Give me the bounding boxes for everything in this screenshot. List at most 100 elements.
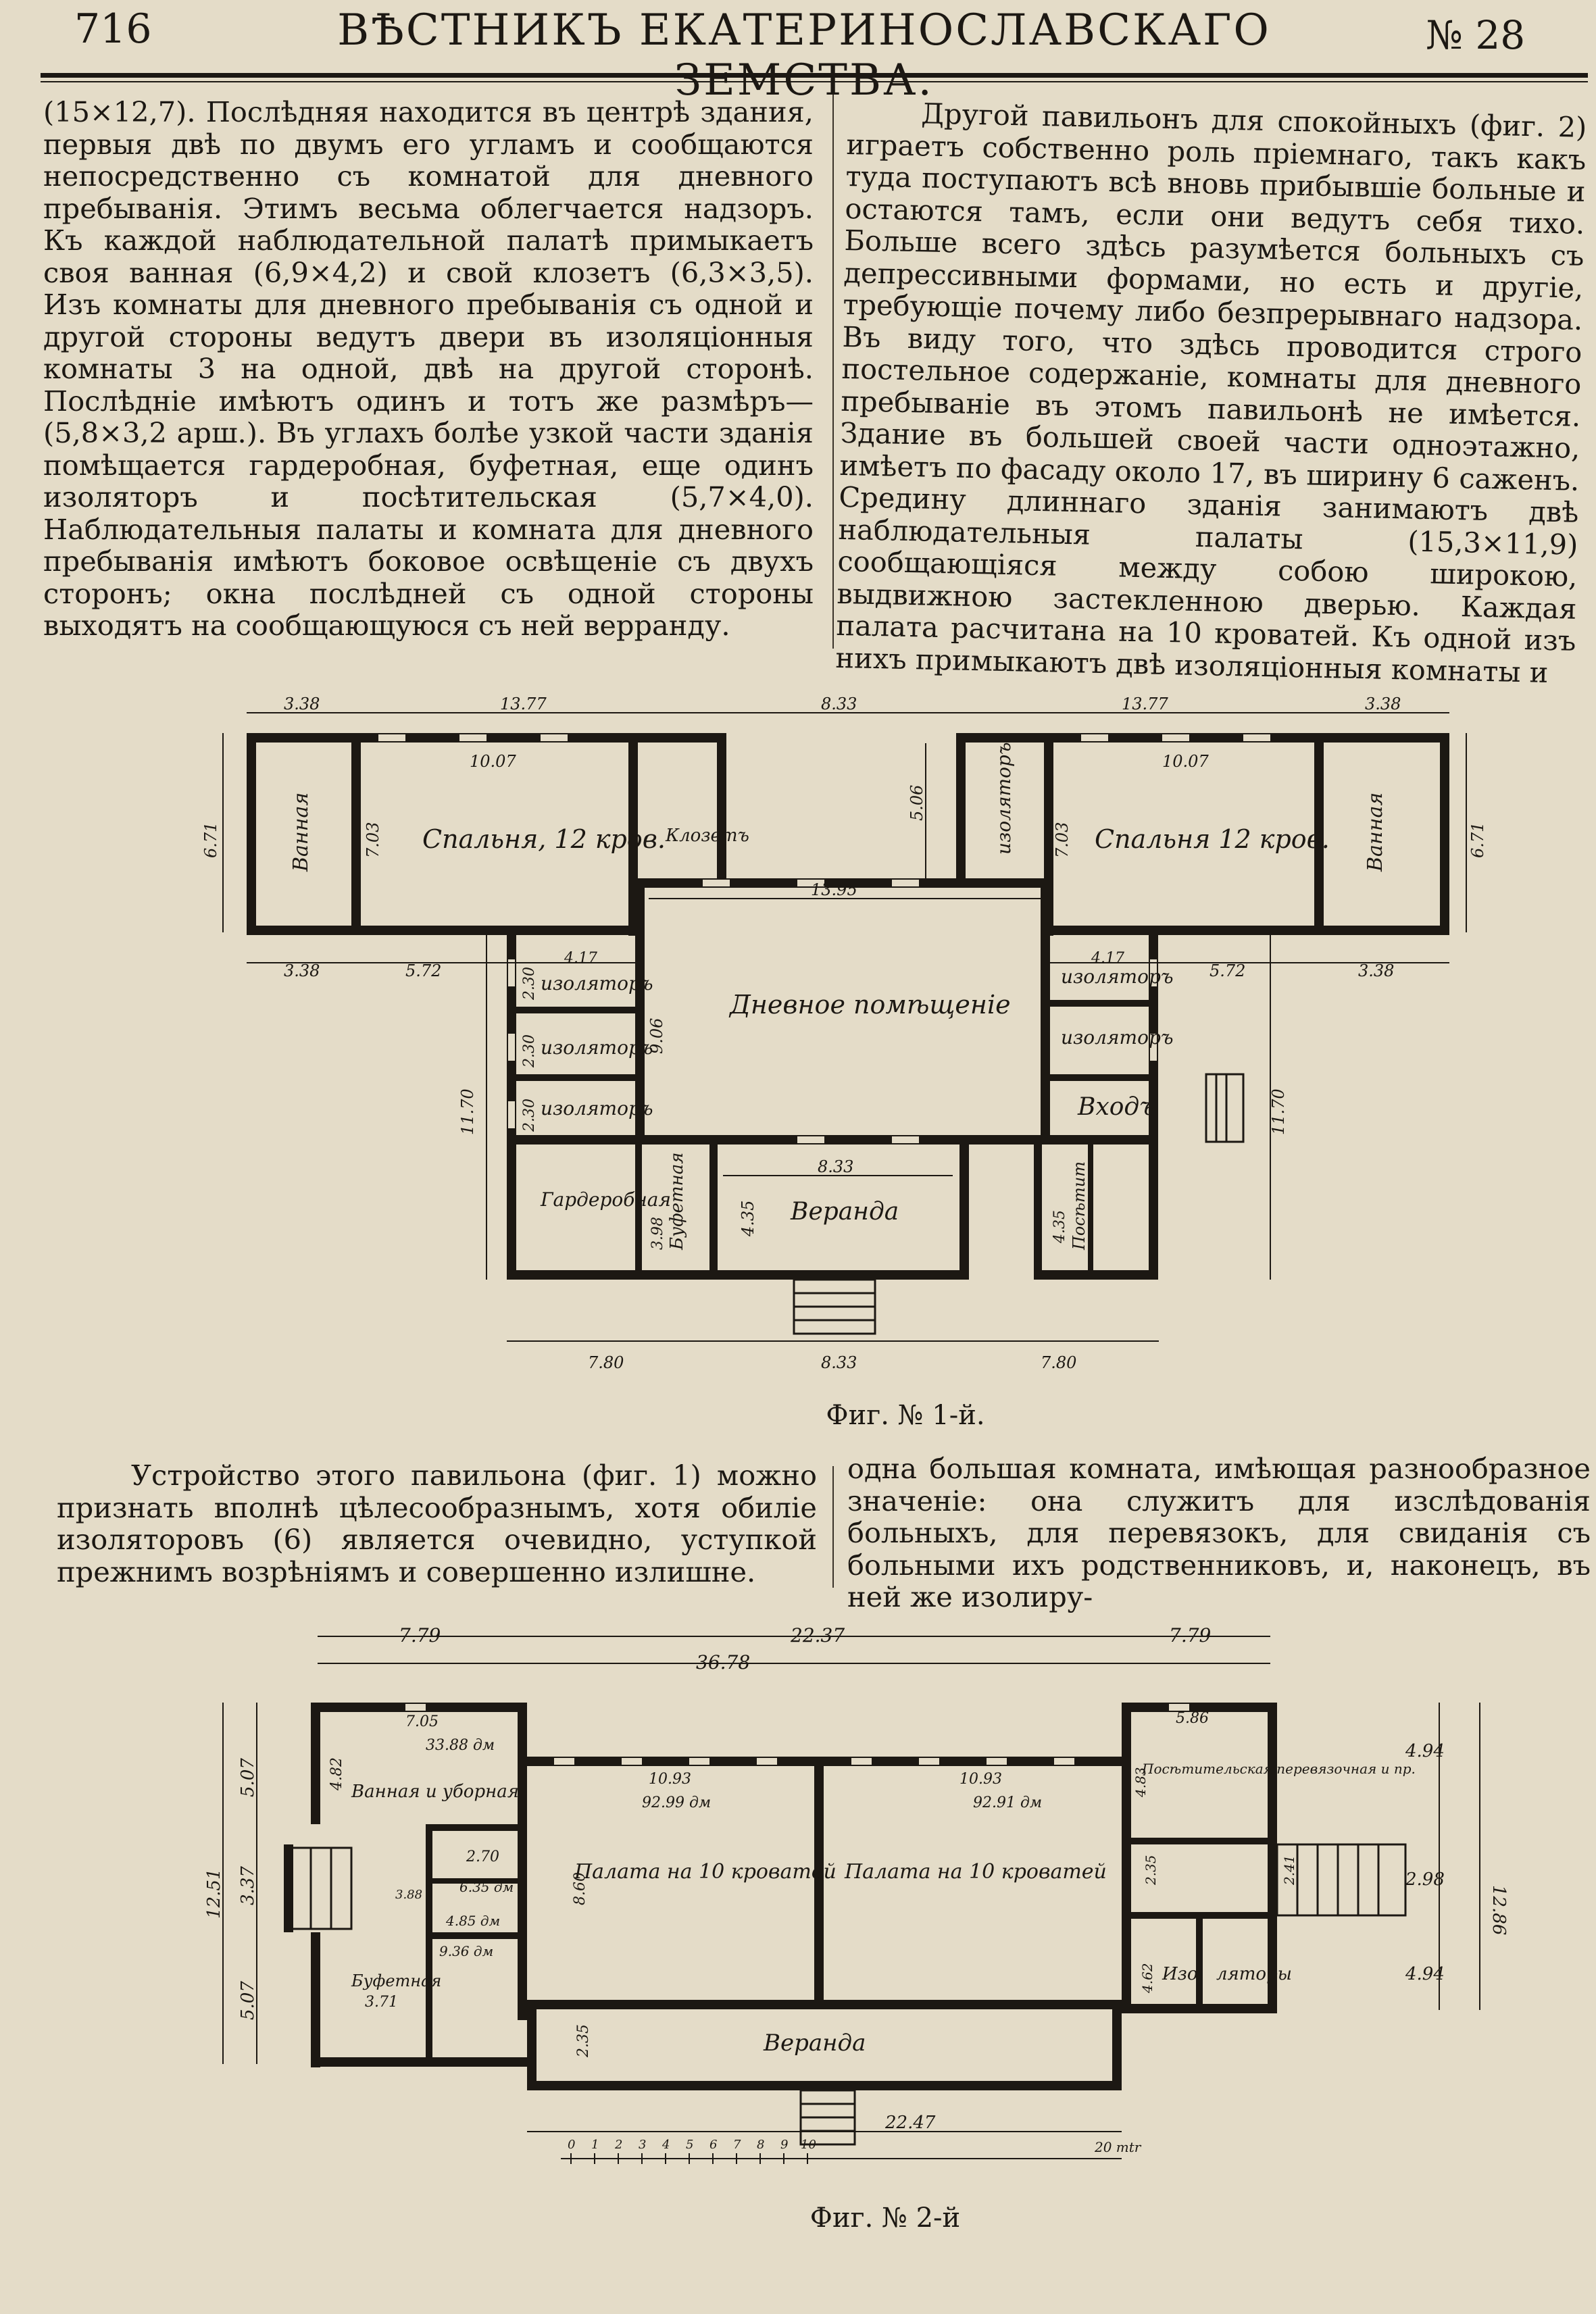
dim-label: 7.79 <box>1169 1624 1211 1646</box>
dim-label: 2.41 <box>1281 1855 1297 1886</box>
room-label-isolator: изоляторъ <box>993 742 1015 855</box>
dim-label: 2.98 <box>1405 1869 1445 1890</box>
figure-2-windows <box>405 1704 1189 1765</box>
dim-label: 11.70 <box>1269 1088 1288 1135</box>
dim-label: 3.38 <box>284 961 320 980</box>
dim-label: 92.99 дм <box>642 1794 711 1811</box>
dim-label: 3.37 <box>238 1866 258 1905</box>
dim-label: 3.71 <box>365 1994 398 2011</box>
dim-label: 10.93 <box>959 1771 1002 1788</box>
scale-tick-label: 8 <box>757 2138 764 2152</box>
text-column-middle-left: Устройство этого павильона (фиг. 1) можн… <box>57 1459 817 1588</box>
dim-label: 3.98 <box>649 1217 666 1250</box>
room-label-isolator: изоляторъ <box>1061 1026 1174 1049</box>
dim-label: 8.33 <box>821 695 857 713</box>
header-rule <box>41 73 1588 78</box>
figure-2-walls <box>284 1703 1277 2090</box>
room-label-ward: Палата на 10 кроватей <box>574 1860 837 1884</box>
dim-label: 2.30 <box>521 1034 538 1068</box>
journal-title: ВѢСТНИКЪ ЕКАТЕРИНОСЛАВСКАГО ЗЕМСТВА. <box>337 5 1271 105</box>
figure-1-dimension-labels: 3.38 13.77 8.33 13.77 3.38 10.07 10.07 6… <box>201 695 1487 1372</box>
room-label-veranda: Веранда <box>790 1198 899 1226</box>
dim-label: 4.17 <box>564 950 597 967</box>
dim-label: 4.35 <box>1051 1210 1068 1244</box>
dim-label: 8.60 <box>572 1872 589 1905</box>
dim-label: 92.91 дм <box>973 1794 1042 1811</box>
dim-label: 8.33 <box>821 1353 857 1372</box>
scale-tick-label: 7 <box>733 2138 741 2152</box>
dim-label: 13.77 <box>500 695 547 713</box>
dim-label: 2.30 <box>521 967 538 1001</box>
room-label-visitor: Посѣтительская перевязочная и пр. <box>1141 1761 1416 1777</box>
room-label-bath: Ванная и уборная <box>351 1782 519 1802</box>
paragraph: (15×12,7). Послѣдняя находится въ центрѣ… <box>43 95 814 642</box>
dim-label: 7.03 <box>364 822 382 858</box>
room-label-buffet: Буфетная <box>667 1153 687 1251</box>
dim-label: 5.72 <box>405 961 441 980</box>
dim-label: 10.93 <box>649 1771 691 1788</box>
scale-tick-label: 10 <box>801 2138 816 2152</box>
figure-1-windows <box>378 734 1270 1143</box>
room-label-isolator: изоляторъ <box>1061 965 1174 988</box>
column-divider-middle <box>832 1466 834 1588</box>
dim-label: 12.51 <box>204 1869 224 1919</box>
figure-1-steps <box>793 1073 1245 1335</box>
dim-label: 9.36 дм <box>439 1943 493 1959</box>
dim-label: 5.72 <box>1210 961 1245 980</box>
scale-end-label: 20 mtr <box>1094 2139 1142 2155</box>
dim-label: 11.70 <box>458 1088 477 1135</box>
dim-label: 4.94 <box>1405 1741 1445 1761</box>
dim-label: 22.37 <box>790 1624 845 1646</box>
dim-label: 6.71 <box>1468 822 1487 858</box>
room-label-visitor: Посѣтит <box>1070 1161 1089 1251</box>
room-label-bath-right: Ванная <box>1364 793 1387 872</box>
figure-2-stairs <box>289 1843 1407 2146</box>
figure-2-dimension-labels: 7.79 22.37 7.79 36.78 5.07 3.37 5.07 12.… <box>204 1624 1509 2133</box>
page-number: 716 <box>74 5 152 53</box>
header-rule-thin <box>41 81 1588 82</box>
room-label-bedroom-left: Спальня, 12 кров. <box>422 824 666 854</box>
text-column-middle-right: одна большая комната, имѣющая разнообраз… <box>847 1453 1591 1613</box>
dim-label: 5.06 <box>907 785 926 821</box>
dim-label: 2.35 <box>1143 1855 1159 1886</box>
figure-1-room-labels: Ванная Спальня, 12 кров. Клозетъ Дневное… <box>289 742 1387 1251</box>
dim-label: 5.07 <box>238 1758 258 1797</box>
room-label-wardrobe: Гардеробная <box>540 1188 671 1211</box>
dim-label: 4.85 дм <box>445 1913 500 1929</box>
dim-label: 3.38 <box>1365 695 1401 713</box>
room-label-veranda: Веранда <box>763 2030 866 2057</box>
issue-number: № 28 <box>1426 12 1526 58</box>
dim-label: 36.78 <box>696 1651 750 1674</box>
scale-tick-label: 5 <box>686 2138 693 2152</box>
dim-label: 7.05 <box>405 1713 439 1730</box>
dim-label: 4.83 <box>1132 1767 1149 1798</box>
figure-2-room-labels: Ванная и уборная Палата на 10 кроватей П… <box>351 1761 1416 2057</box>
dim-label: 5.86 <box>1176 1710 1209 1727</box>
dim-label: 13.95 <box>811 880 857 899</box>
dim-label: 7.80 <box>1041 1353 1076 1372</box>
figure-2-dimension-lines <box>222 1636 1480 2164</box>
dim-label: 6.71 <box>201 822 220 858</box>
column-divider-top <box>832 95 834 649</box>
dim-label: 3.38 <box>284 695 320 713</box>
figure-1-dimension-lines <box>222 712 1467 1342</box>
dim-label: 10.07 <box>1162 752 1209 771</box>
room-label-isolator: изоляторъ <box>541 1097 653 1120</box>
room-label-entrance: Входъ <box>1077 1093 1155 1121</box>
dim-label: 8.33 <box>818 1157 853 1176</box>
dim-label: 2.30 <box>521 1099 538 1132</box>
dim-label: 13.77 <box>1122 695 1168 713</box>
scale-tick-label: 4 <box>662 2138 670 2152</box>
room-label-bedroom-right: Спальня 12 кров. <box>1095 824 1330 854</box>
room-label-buffet: Буфетная <box>351 1971 441 1990</box>
scale-tick-label: 9 <box>780 2138 788 2152</box>
room-label-isolator: ляторы <box>1216 1964 1292 1984</box>
dim-label: 4.94 <box>1405 1964 1445 1984</box>
figure-1-walls <box>247 733 1449 1280</box>
dim-label: 4.35 <box>739 1201 757 1237</box>
dim-label: 5.07 <box>238 1981 258 2020</box>
room-label-bath-left: Ванная <box>289 793 313 872</box>
dim-label: 7.80 <box>588 1353 624 1372</box>
